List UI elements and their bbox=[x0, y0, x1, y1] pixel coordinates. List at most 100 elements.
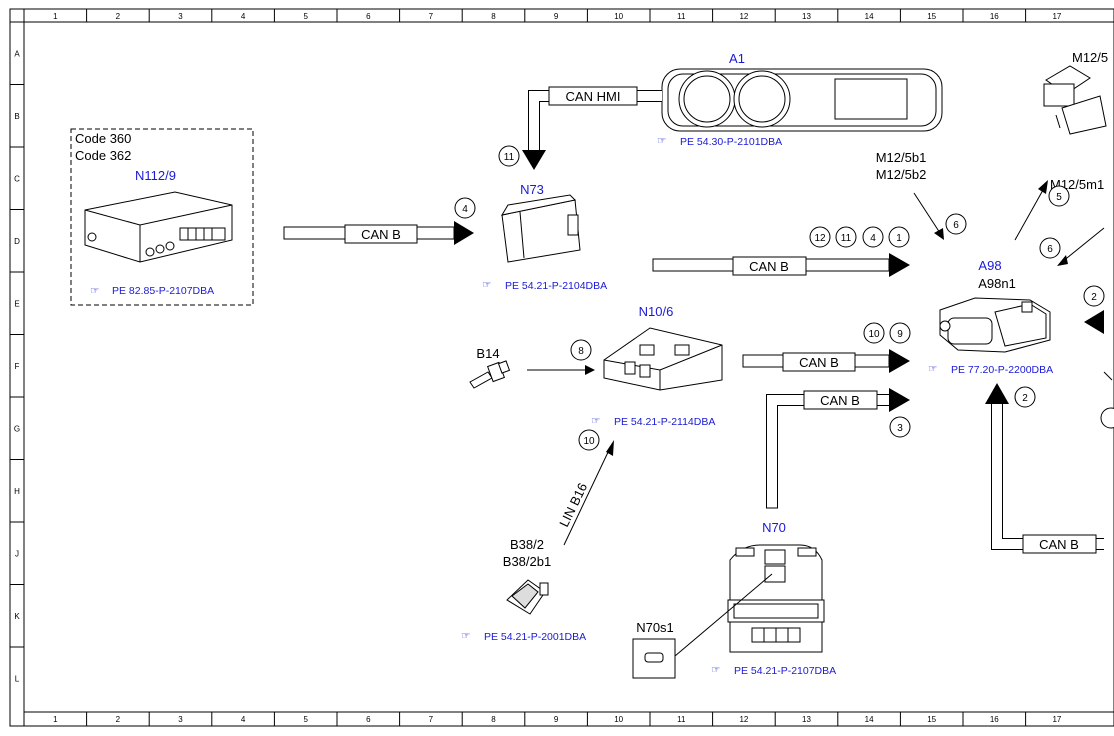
a98-label[interactable]: A98 bbox=[978, 258, 1001, 273]
a98-reference[interactable]: PE 77.20-P-2200DBA bbox=[951, 364, 1053, 376]
n112-9-reference[interactable]: PE 82.85-P-2107DBA bbox=[112, 285, 214, 297]
outer-frame bbox=[9, 8, 1114, 727]
n73-ignition-switch-icon[interactable] bbox=[500, 194, 581, 263]
can-b-label-3: CAN B bbox=[799, 355, 839, 370]
grid-row-label: G bbox=[14, 424, 20, 433]
n70-label[interactable]: N70 bbox=[762, 520, 786, 535]
signal-6-m12-label: 6 bbox=[953, 220, 959, 231]
grid-ticks bbox=[10, 9, 1027, 726]
a98n1-label[interactable]: A98n1 bbox=[978, 276, 1016, 291]
grid-column-label: 5 bbox=[303, 12, 308, 21]
grid-column-label: 7 bbox=[429, 715, 434, 724]
n112-9-label[interactable]: N112/9 bbox=[135, 168, 176, 183]
signal-11-hmi-label: 11 bbox=[504, 152, 515, 163]
can-b-bus-5-fill bbox=[992, 404, 1104, 549]
m12-5b-signal-line bbox=[913, 192, 941, 234]
m12-5b2-label[interactable]: M12/5b2 bbox=[876, 167, 927, 182]
signal-8-circle bbox=[570, 339, 592, 361]
can-b-arrow-5 bbox=[985, 383, 1009, 404]
signal-12-circle bbox=[809, 226, 831, 248]
signal-10-circle bbox=[863, 322, 885, 344]
signal-5-circle bbox=[1048, 185, 1070, 207]
b38-2-reference-icon[interactable]: ☞ bbox=[461, 630, 470, 642]
signal-2-right-label: 2 bbox=[1091, 292, 1097, 303]
a98-reference-icon[interactable]: ☞ bbox=[928, 363, 937, 375]
n112-9-reference-icon[interactable]: ☞ bbox=[90, 285, 99, 297]
grid-column-label: 3 bbox=[178, 12, 183, 21]
can-b-arrow-1 bbox=[454, 221, 474, 245]
n73-reference-icon[interactable]: ☞ bbox=[482, 279, 491, 291]
grid-row-label: J bbox=[15, 549, 19, 558]
b14-signal-arrow bbox=[585, 365, 595, 375]
a1-reference-icon[interactable]: ☞ bbox=[657, 135, 666, 147]
can-b-arrow-4 bbox=[889, 388, 910, 412]
can-b-bus-5-outline bbox=[991, 404, 1104, 550]
signal-11-hmi-circle bbox=[498, 145, 520, 167]
n70-overhead-control-panel-icon[interactable] bbox=[727, 544, 825, 653]
signal-10-label: 10 bbox=[868, 329, 880, 340]
lin-b16-label: LIN B16 bbox=[556, 481, 590, 530]
can-b-label-4: CAN B bbox=[820, 393, 860, 408]
b38-2-rain-light-sensor-icon[interactable] bbox=[506, 579, 549, 615]
can-b-arrow-3 bbox=[889, 349, 910, 373]
can-b-label-2: CAN B bbox=[749, 259, 789, 274]
a1-label[interactable]: A1 bbox=[729, 51, 745, 66]
n70-reference[interactable]: PE 54.21-P-2107DBA bbox=[734, 665, 836, 677]
can-b-label-box-5 bbox=[1022, 534, 1097, 554]
grid-column-label: 2 bbox=[116, 715, 121, 724]
b38-2b1-label[interactable]: B38/2b1 bbox=[503, 554, 551, 569]
grid-row-label: B bbox=[14, 112, 19, 121]
signal-1-label: 1 bbox=[896, 233, 902, 244]
n70-reference-icon[interactable]: ☞ bbox=[711, 664, 720, 676]
n10-6-label[interactable]: N10/6 bbox=[639, 304, 674, 319]
signal-6-m12-circle bbox=[945, 213, 967, 235]
lin-b16-arrow bbox=[606, 440, 614, 456]
grid-column-label: 7 bbox=[429, 12, 434, 21]
a1-reference[interactable]: PE 54.30-P-2101DBA bbox=[680, 136, 782, 148]
m12-5-label[interactable]: M12/5 bbox=[1072, 50, 1108, 65]
n73-label[interactable]: N73 bbox=[520, 182, 544, 197]
grid-row-label: C bbox=[14, 174, 20, 183]
a1-instrument-cluster-icon[interactable] bbox=[661, 68, 943, 132]
can-hmi-label: CAN HMI bbox=[566, 89, 621, 104]
a98-sliding-roof-control-unit-icon[interactable] bbox=[939, 297, 1051, 353]
b38-2-reference[interactable]: PE 54.21-P-2001DBA bbox=[484, 631, 586, 643]
can-b-arrow-2 bbox=[889, 253, 910, 277]
m12-5b1-label[interactable]: M12/5b1 bbox=[876, 150, 927, 165]
can-b-label-box-4 bbox=[803, 390, 878, 410]
grid-row-label: K bbox=[14, 612, 20, 621]
n10-6-sam-icon[interactable] bbox=[603, 327, 723, 391]
signal-6-right-label: 6 bbox=[1047, 244, 1053, 255]
n10-6-reference-icon[interactable]: ☞ bbox=[591, 415, 600, 427]
n73-reference[interactable]: PE 54.21-P-2104DBA bbox=[505, 280, 607, 292]
grid-column-label: 1 bbox=[53, 12, 58, 21]
grid-column-label: 12 bbox=[739, 12, 748, 21]
signal-4b-label: 4 bbox=[870, 233, 876, 244]
grid-column-label: 5 bbox=[303, 715, 308, 724]
grid-column-label: 16 bbox=[990, 12, 999, 21]
grid-column-label: 9 bbox=[554, 12, 559, 21]
can-b-bus-4-fill bbox=[767, 395, 889, 508]
signal-2-bottom-circle bbox=[1014, 386, 1036, 408]
signal-6-right-circle bbox=[1039, 237, 1061, 259]
grid-row-label: D bbox=[14, 237, 20, 246]
grid-column-label: 15 bbox=[927, 12, 936, 21]
signal-12-label: 12 bbox=[814, 233, 826, 244]
signal-4b-circle bbox=[862, 226, 884, 248]
b14-label[interactable]: B14 bbox=[476, 346, 499, 361]
n70s1-leader-line bbox=[674, 573, 773, 657]
b38-2-label[interactable]: B38/2 bbox=[510, 537, 544, 552]
n10-6-reference[interactable]: PE 54.21-P-2114DBA bbox=[614, 416, 715, 428]
can-b-label-box-1 bbox=[344, 224, 418, 244]
n112-9-device-icon[interactable] bbox=[84, 191, 233, 263]
grid-column-label: 3 bbox=[178, 715, 183, 724]
grid-column-label: 8 bbox=[491, 12, 496, 21]
b14-temperature-sensor-icon[interactable] bbox=[469, 360, 511, 389]
m12-5-actuator-icon[interactable] bbox=[1043, 65, 1107, 135]
grid-column-label: 17 bbox=[1052, 715, 1061, 724]
grid-column-label: 4 bbox=[241, 715, 246, 724]
grid-column-label: 4 bbox=[241, 12, 246, 21]
grid-row-label: F bbox=[15, 362, 20, 371]
n70s1-label[interactable]: N70s1 bbox=[636, 620, 674, 635]
